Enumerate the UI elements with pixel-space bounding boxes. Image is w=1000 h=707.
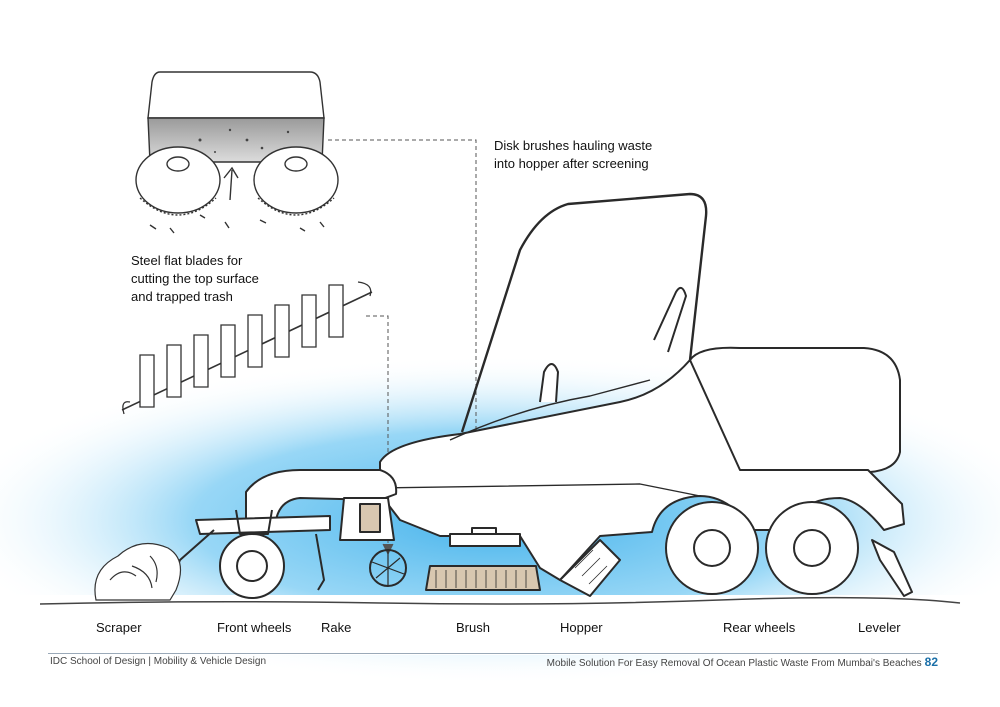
footer-left: IDC School of Design | Mobility & Vehicl… [50, 656, 267, 667]
ground-fill [0, 595, 1000, 655]
callout-disk-brushes-line2: into hopper after screening [494, 156, 649, 171]
steel-blades-sketch [121, 281, 373, 415]
vehicle [175, 192, 913, 599]
ground-line [39, 596, 961, 605]
callout-steel-blades: Steel flat blades for cutting the top su… [131, 252, 259, 306]
callout-disk-brushes: Disk brushes hauling waste into hopper a… [494, 137, 652, 173]
label-brush: Brush [456, 620, 490, 635]
page-number: 82 [924, 655, 938, 669]
leader-disk-brush [328, 139, 477, 528]
label-front-wheels: Front wheels [217, 620, 292, 635]
label-leveler: Leveler [858, 620, 901, 635]
label-hopper: Hopper [560, 620, 603, 635]
label-scraper: Scraper [96, 620, 142, 635]
leader-blades [366, 315, 389, 552]
footer-divider [48, 653, 938, 654]
scraper-trash [94, 542, 182, 601]
footer-right: Mobile Solution For Easy Removal Of Ocea… [547, 655, 938, 669]
label-rake: Rake [321, 620, 352, 635]
disk-brush-inset [135, 71, 339, 234]
footer-title: Mobile Solution For Easy Removal Of Ocea… [546, 658, 922, 669]
callout-disk-brushes-line1: Disk brushes hauling waste [494, 138, 653, 153]
label-rear-wheels: Rear wheels [723, 620, 796, 635]
callout-steel-blades-line3: and trapped trash [131, 289, 233, 304]
callout-steel-blades-line2: cutting the top surface [131, 271, 259, 286]
callout-steel-blades-line1: Steel flat blades for [131, 253, 243, 268]
